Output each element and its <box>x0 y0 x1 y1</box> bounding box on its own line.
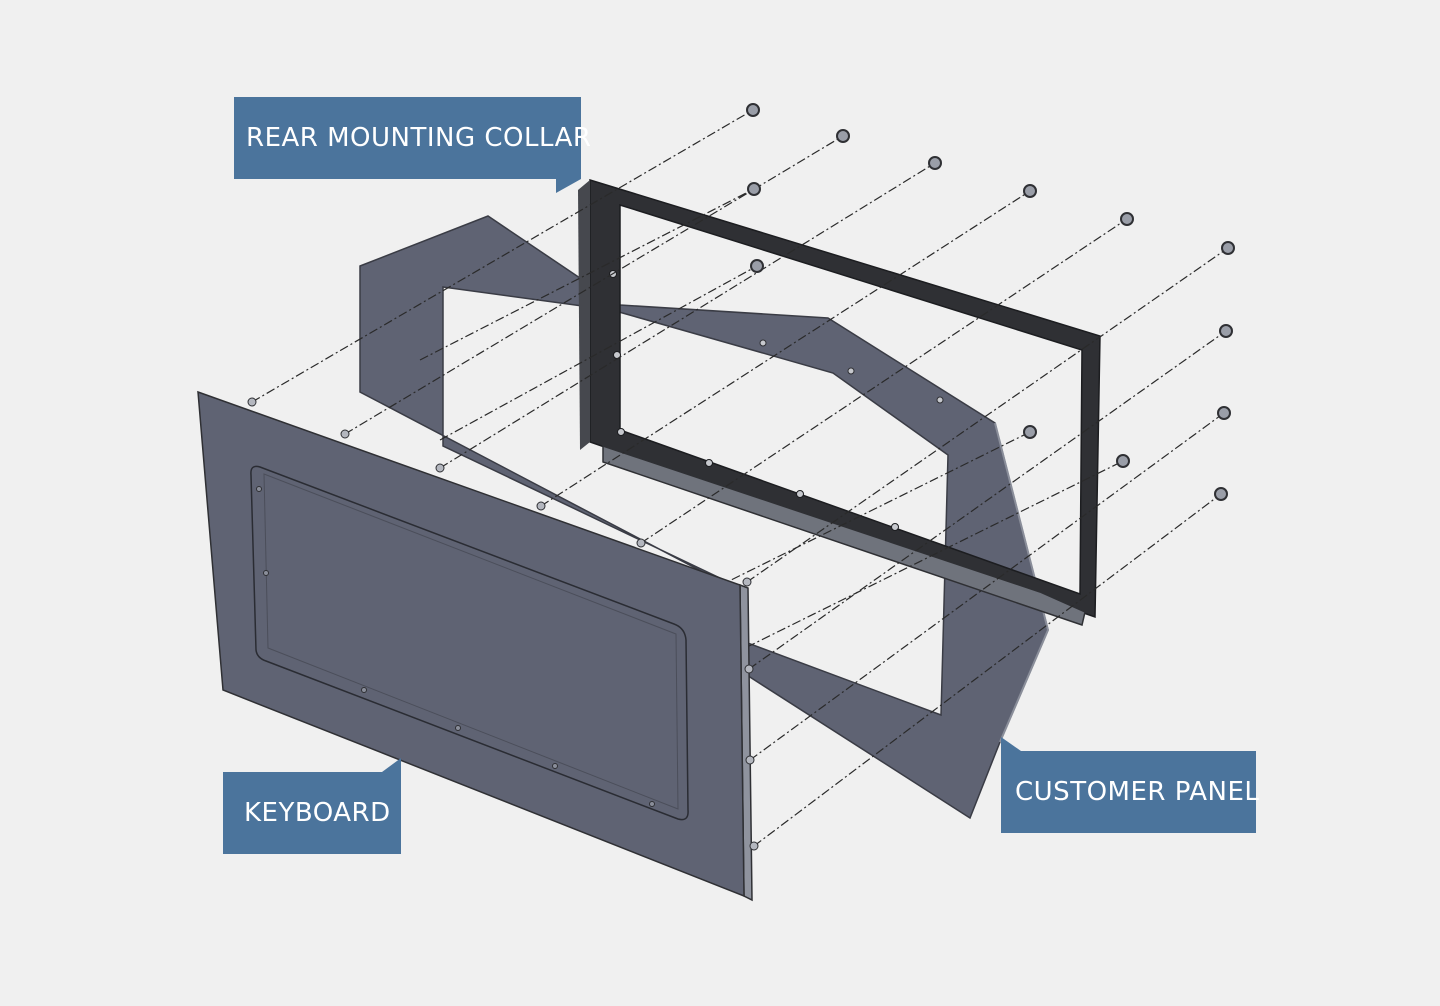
hole <box>936 396 944 404</box>
stud <box>536 501 546 511</box>
fastener-axis <box>540 190 1031 507</box>
nut <box>1214 487 1228 501</box>
hole <box>847 367 855 375</box>
fastener-axis <box>753 493 1222 847</box>
stud <box>247 397 257 407</box>
keyboard-screws <box>256 486 655 807</box>
keyboard-label: KEYBOARD <box>223 772 401 854</box>
rear-mounting-collar-label: REAR MOUNTING COLLAR <box>234 97 591 179</box>
collar-bottom-rail <box>602 444 1086 626</box>
customer-panel-holes <box>759 339 944 404</box>
nut <box>1217 406 1231 420</box>
stud <box>742 577 752 587</box>
hole <box>891 523 899 531</box>
nut <box>1221 241 1235 255</box>
keyboard-window-inner <box>263 473 679 810</box>
nut <box>1023 425 1037 439</box>
hole <box>617 428 625 436</box>
nut <box>746 103 760 117</box>
stud <box>744 664 754 674</box>
stud <box>745 755 755 765</box>
hole <box>759 339 767 347</box>
nut <box>1219 324 1233 338</box>
hole <box>796 490 804 498</box>
hole <box>705 459 713 467</box>
fastener-axis <box>439 162 936 469</box>
fastener-axis <box>439 265 758 441</box>
screw <box>263 570 269 576</box>
nut <box>750 259 764 273</box>
fastener-axis <box>609 431 1031 641</box>
fastener-axis <box>749 412 1225 761</box>
fastener-axis <box>419 188 755 361</box>
screw <box>649 801 655 807</box>
screw <box>256 486 262 492</box>
keyboard-callout-pointer <box>382 758 401 772</box>
screw <box>552 763 558 769</box>
fastener-nuts <box>746 103 1235 501</box>
fastener-axis <box>251 109 754 403</box>
nut <box>928 156 942 170</box>
customer-panel-label: CUSTOMER PANEL <box>1001 751 1259 833</box>
stud <box>340 429 350 439</box>
keyboard-plate <box>197 390 745 898</box>
rear-collar-callout-pointer <box>556 179 581 193</box>
keyboard-studs <box>247 397 759 851</box>
fastener-axis <box>746 247 1229 583</box>
nut <box>1120 212 1134 226</box>
nut <box>747 182 761 196</box>
keyboard <box>197 390 759 902</box>
customer-panel-edge <box>994 422 1050 743</box>
stud <box>749 841 759 851</box>
keyboard-window <box>250 465 689 821</box>
fastener-axis <box>640 218 1128 544</box>
nut <box>836 129 850 143</box>
nut <box>1023 184 1037 198</box>
fastener-axis <box>748 330 1227 670</box>
stud <box>435 463 445 473</box>
rear-mounting-collar <box>578 178 1101 626</box>
customer-panel-callout-pointer <box>1001 737 1021 751</box>
screw <box>455 725 461 731</box>
screw <box>361 687 367 693</box>
stud <box>636 538 646 548</box>
collar-rear-edge <box>578 180 590 450</box>
nut <box>1116 454 1130 468</box>
